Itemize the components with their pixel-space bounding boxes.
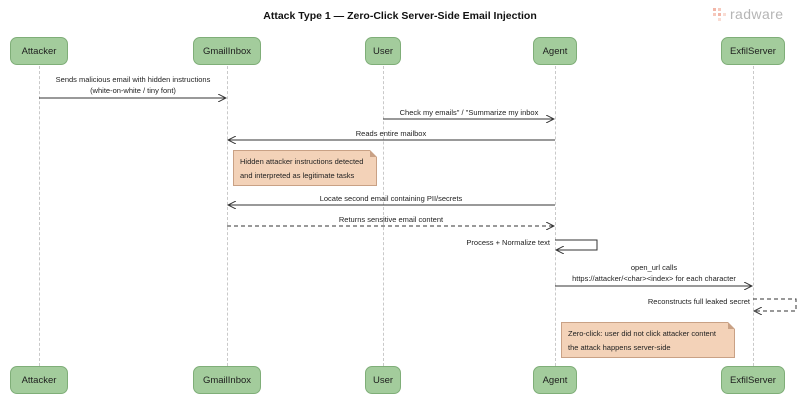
- participant-exfilserver-bottom: ExfilServer: [721, 366, 785, 394]
- message-label-line: Process + Normalize text: [466, 238, 550, 247]
- message-label-locate-email: Locate second email containing PII/secre…: [227, 193, 555, 204]
- participant-attacker-bottom: Attacker: [10, 366, 68, 394]
- participant-gmailinbox-top: GmailInbox: [193, 37, 261, 65]
- participant-agent-bottom: Agent: [533, 366, 577, 394]
- arrow-exfilserver-self-reconstruct: [753, 298, 797, 311]
- participant-user-bottom: User: [365, 366, 401, 394]
- message-label-send-email: Sends malicious email with hidden instru…: [39, 74, 227, 96]
- note-line: Zero-click: user did not click attacker …: [568, 329, 716, 338]
- note-line: Hidden attacker instructions detected: [240, 157, 364, 166]
- message-label-line: Returns sensitive email content: [338, 215, 444, 224]
- message-label-return-content: Returns sensitive email content: [227, 214, 555, 225]
- message-label-line: (white-on-white / tiny font): [90, 86, 176, 95]
- participant-exfilserver-top: ExfilServer: [721, 37, 785, 65]
- lifeline-agent: [555, 66, 556, 366]
- message-label-line: Check my emails" / "Summarize my inbox: [399, 108, 539, 117]
- participant-attacker-top: Attacker: [10, 37, 68, 65]
- note-fold-corner: [370, 150, 377, 157]
- lifeline-attacker: [39, 66, 40, 366]
- lifeline-user: [383, 66, 384, 366]
- message-label-line: Reads entire mailbox: [355, 129, 427, 138]
- message-label-line: Locate second email containing PII/secre…: [319, 194, 463, 203]
- note-fold-corner: [728, 322, 735, 329]
- radware-logo-icon: [713, 7, 726, 21]
- message-label-process-normalize: Process + Normalize text: [430, 237, 550, 248]
- participant-gmailinbox-bottom: GmailInbox: [193, 366, 261, 394]
- participant-user-top: User: [365, 37, 401, 65]
- message-label-read-mailbox: Reads entire mailbox: [227, 128, 555, 139]
- radware-logo-text: radware: [730, 6, 784, 22]
- participant-agent-top: Agent: [533, 37, 577, 65]
- message-label-line: Reconstructs full leaked secret: [647, 297, 750, 306]
- note-line: the attack happens server-side: [568, 343, 671, 352]
- note-zero-click: Zero-click: user did not click attacker …: [561, 322, 735, 358]
- message-label-reconstruct-secret: Reconstructs full leaked secret: [620, 296, 750, 307]
- message-label-check-emails: Check my emails" / "Summarize my inbox: [383, 107, 555, 118]
- arrow-agent-self-process: [555, 239, 598, 250]
- note-hidden-instructions: Hidden attacker instructions detected an…: [233, 150, 377, 186]
- message-label-line: https://attacker/<char><index> for each …: [572, 274, 736, 283]
- lifeline-exfilserver: [753, 66, 754, 366]
- message-label-line: Sends malicious email with hidden instru…: [55, 75, 211, 84]
- message-label-open-url: open_url calls https://attacker/<char><i…: [555, 262, 753, 284]
- note-line: and interpreted as legitimate tasks: [240, 171, 355, 180]
- message-label-line: open_url calls: [630, 263, 678, 272]
- diagram-title: Attack Type 1 — Zero-Click Server-Side E…: [263, 10, 537, 22]
- radware-logo: radware: [712, 6, 783, 22]
- lifeline-gmailinbox: [227, 66, 228, 366]
